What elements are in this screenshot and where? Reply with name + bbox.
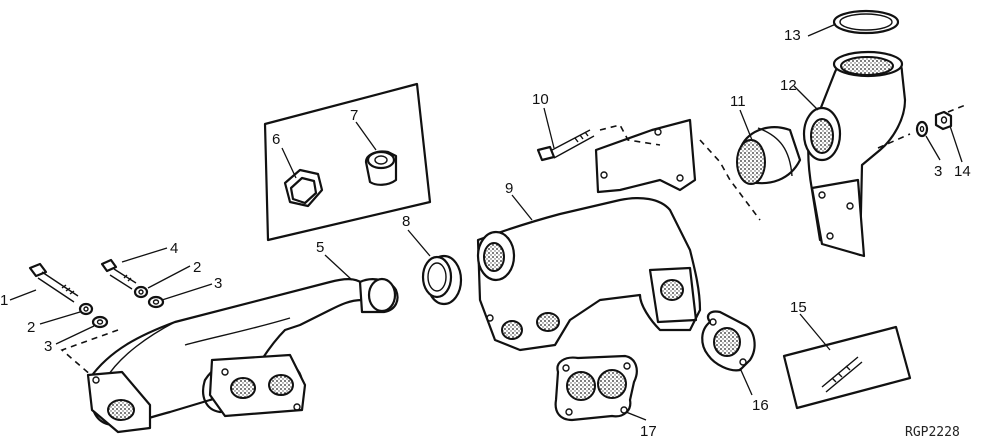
washer-part-2-right xyxy=(133,285,149,299)
callout-12: 12 xyxy=(780,77,797,94)
gasket-ring-part-13 xyxy=(832,9,900,35)
alignment-line-left xyxy=(60,329,119,377)
callout-7: 7 xyxy=(350,107,358,124)
washer-part-3-right xyxy=(147,295,165,309)
alignment-line-right xyxy=(877,103,969,149)
front-manifold-part-5 xyxy=(86,277,399,434)
washer-part-2-left xyxy=(78,302,94,316)
alignment-line-center xyxy=(699,139,761,221)
callout-3-far-right: 3 xyxy=(934,163,942,180)
callout-3-left: 3 xyxy=(44,338,52,355)
callout-13: 13 xyxy=(784,27,801,44)
callout-5: 5 xyxy=(316,239,324,256)
callout-labels: 1 2 3 4 2 3 5 6 7 8 9 10 11 12 13 3 14 1… xyxy=(0,27,971,440)
callout-14: 14 xyxy=(954,163,971,180)
callout-2-right: 2 xyxy=(193,259,201,276)
callout-10: 10 xyxy=(532,91,549,108)
rear-manifold-part-9 xyxy=(476,118,702,352)
bolt-part-1 xyxy=(28,262,79,303)
callout-11: 11 xyxy=(730,93,746,110)
coupler-part-11 xyxy=(736,126,802,185)
washer-part-3-left xyxy=(91,315,109,329)
callout-16: 16 xyxy=(752,397,769,414)
callout-2-left: 2 xyxy=(27,319,35,336)
kit-box-parts-6-7 xyxy=(263,82,432,242)
gasket-part-17 xyxy=(554,354,638,422)
leader-lines xyxy=(9,23,963,421)
washer-part-3-far-right xyxy=(915,120,929,138)
callout-3-right: 3 xyxy=(214,275,222,292)
figure-reference-code: RGP2228 xyxy=(905,425,960,440)
bolt-part-10 xyxy=(536,129,595,162)
callout-1: 1 xyxy=(0,292,8,309)
stud-kit-box-part-15 xyxy=(782,325,912,410)
callout-9: 9 xyxy=(505,180,513,197)
callout-8: 8 xyxy=(402,213,410,230)
bolt-part-4 xyxy=(100,258,137,290)
seal-ring-part-8 xyxy=(421,254,463,306)
nut-part-14 xyxy=(934,110,953,131)
callout-4: 4 xyxy=(170,240,178,257)
callout-6: 6 xyxy=(272,131,280,148)
elbow-part-12 xyxy=(802,50,907,258)
callout-15: 15 xyxy=(790,299,807,316)
callout-17: 17 xyxy=(640,423,657,440)
gasket-part-16 xyxy=(701,310,756,372)
